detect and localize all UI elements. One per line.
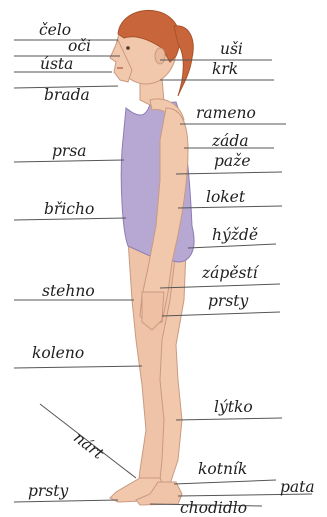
label-oci: oči xyxy=(68,39,91,55)
label-zapesti: zápěstí xyxy=(202,266,258,282)
ear xyxy=(155,48,165,64)
label-krk: krk xyxy=(212,62,238,78)
ponytail xyxy=(174,26,193,96)
eye xyxy=(126,46,130,50)
label-prsty-hand: prsty xyxy=(208,294,248,310)
label-kotnik: kotník xyxy=(198,462,247,478)
label-koleno: koleno xyxy=(32,346,84,362)
label-brada: brada xyxy=(44,88,90,104)
label-prsty-foot: prsty xyxy=(28,484,68,500)
label-rameno: rameno xyxy=(196,106,256,122)
label-pata: pata xyxy=(280,480,315,496)
label-hyzde: hýždě xyxy=(212,228,258,244)
label-loket: loket xyxy=(206,190,245,206)
label-bricho: břicho xyxy=(44,202,94,218)
label-stehno: stehno xyxy=(42,284,95,300)
label-usta: ústa xyxy=(40,57,73,73)
label-lytko: lýtko xyxy=(214,400,253,416)
label-usi: uši xyxy=(220,42,243,58)
label-celo: čelo xyxy=(39,23,71,39)
label-chodidlo: chodidlo xyxy=(180,501,247,517)
label-paze: paže xyxy=(214,154,251,170)
label-prsa: prsa xyxy=(52,144,87,160)
label-zada: záda xyxy=(212,134,249,150)
